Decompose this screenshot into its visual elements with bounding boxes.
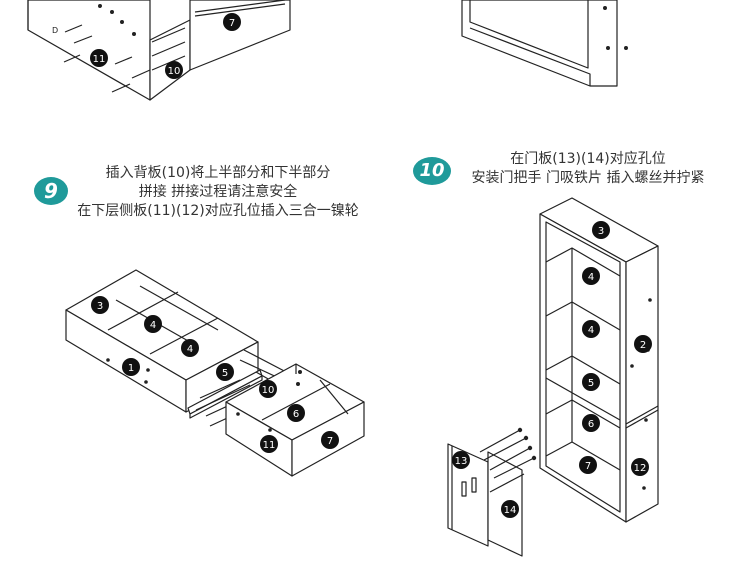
svg-text:2: 2 [640, 340, 646, 351]
step9-line-2: 拼接 拼接过程请注意安全 [138, 184, 298, 200]
step9-drawing [65, 269, 365, 477]
marker-s10-7: 7 [579, 456, 597, 474]
svg-text:10: 10 [262, 385, 275, 396]
svg-text:11: 11 [263, 440, 276, 451]
svg-text:3: 3 [97, 301, 103, 312]
marker-s10-3: 3 [592, 221, 610, 239]
marker-top-7: 7 [223, 13, 241, 31]
marker-s9-3: 3 [91, 296, 109, 314]
svg-text:3: 3 [598, 226, 604, 237]
step10-line-1: 在门板(13)(14)对应孔位 [510, 151, 666, 167]
step9-line-1: 插入背板(10)将上半部分和下半部分 [105, 165, 331, 181]
prev-step-right-drawing [461, 0, 628, 87]
svg-text:10: 10 [168, 66, 181, 77]
svg-text:4: 4 [187, 344, 193, 355]
marker-d: D [52, 26, 58, 35]
svg-text:4: 4 [150, 320, 156, 331]
step10-instructions: 在门板(13)(14)对应孔位 安装门把手 门吸铁片 插入螺丝并拧紧 [448, 150, 728, 188]
step10-line-2: 安装门把手 门吸铁片 插入螺丝并拧紧 [471, 170, 705, 186]
marker-s10-6: 6 [582, 414, 600, 432]
svg-text:12: 12 [634, 463, 647, 474]
step9-instructions: 插入背板(10)将上半部分和下半部分 拼接 拼接过程请注意安全 在下层侧板(11… [58, 164, 378, 221]
svg-text:7: 7 [229, 18, 235, 29]
part-markers: D 11 10 7 3 4 4 1 5 10 6 11 7 3 4 4 2 5 … [52, 13, 652, 518]
svg-text:11: 11 [93, 54, 106, 65]
marker-s10-5: 5 [582, 373, 600, 391]
svg-text:4: 4 [588, 325, 594, 336]
marker-s10-2: 2 [634, 335, 652, 353]
svg-text:4: 4 [588, 272, 594, 283]
marker-s10-13: 13 [452, 451, 470, 469]
svg-text:1: 1 [128, 363, 134, 374]
marker-s9-10: 10 [259, 380, 277, 398]
svg-text:6: 6 [588, 419, 594, 430]
svg-text:13: 13 [455, 456, 468, 467]
marker-s10-4b: 4 [582, 320, 600, 338]
step9-number-badge: 9 [34, 177, 68, 205]
step10-number-badge: 10 [413, 157, 451, 185]
svg-text:5: 5 [588, 378, 594, 389]
marker-s9-1: 1 [122, 358, 140, 376]
marker-s9-4a: 4 [144, 315, 162, 333]
svg-text:6: 6 [293, 409, 299, 420]
svg-text:14: 14 [504, 505, 517, 516]
marker-s10-14: 14 [501, 500, 519, 518]
marker-s9-6: 6 [287, 404, 305, 422]
marker-s10-4a: 4 [582, 267, 600, 285]
step9-line-3: 在下层侧板(11)(12)对应孔位插入三合一镍轮 [77, 203, 359, 219]
step10-drawing [447, 197, 659, 557]
marker-top-10: 10 [165, 61, 183, 79]
prev-step-left-drawing [27, 0, 291, 101]
marker-s9-7: 7 [321, 431, 339, 449]
marker-s10-12: 12 [631, 458, 649, 476]
svg-text:7: 7 [585, 461, 591, 472]
svg-text:5: 5 [222, 368, 228, 379]
marker-s9-11: 11 [260, 435, 278, 453]
marker-top-11: 11 [90, 49, 108, 67]
marker-s9-5: 5 [216, 363, 234, 381]
svg-text:7: 7 [327, 436, 333, 447]
marker-s9-4b: 4 [181, 339, 199, 357]
